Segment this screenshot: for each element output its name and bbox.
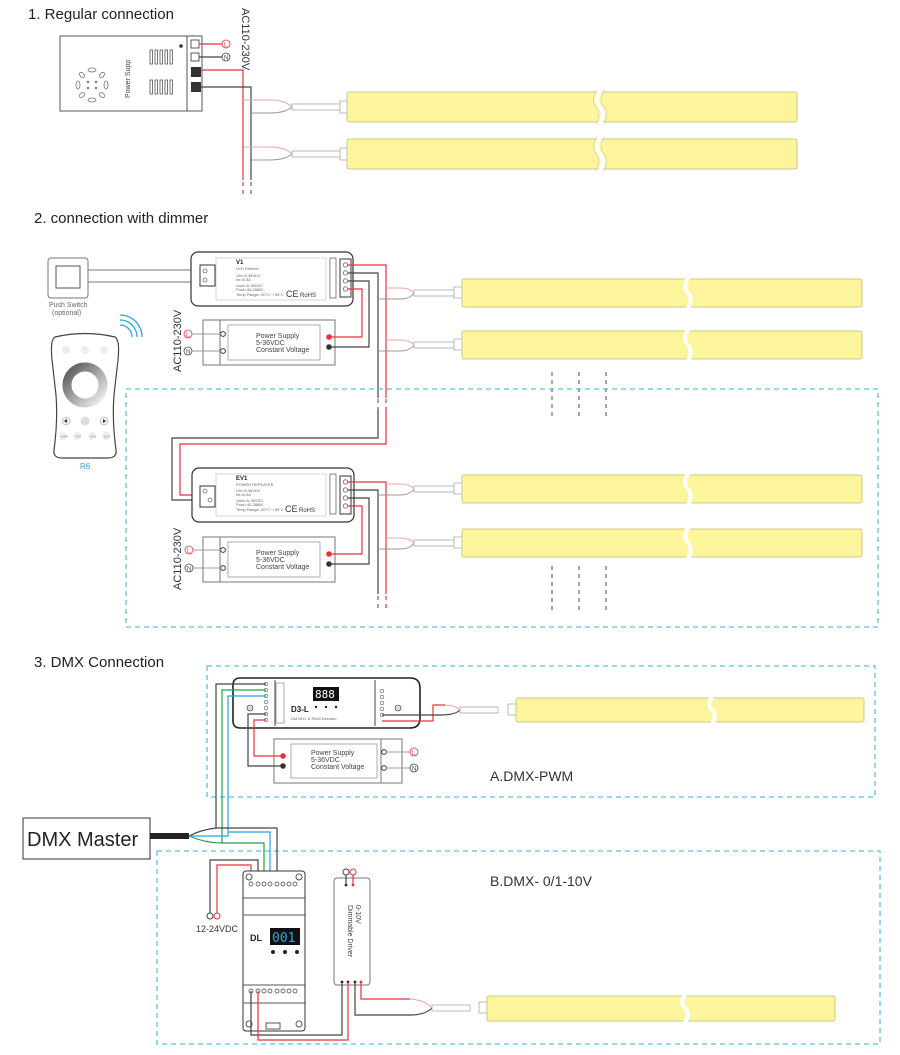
group-b-box xyxy=(156,850,881,1045)
svg-text:Uin=5-36VDC: Uin=5-36VDC xyxy=(236,273,261,278)
dc-supply-terminals xyxy=(206,912,221,920)
live-terminal-icon: L xyxy=(184,545,194,555)
svg-text:POWER REPEATER: POWER REPEATER xyxy=(236,482,274,487)
svg-text:L: L xyxy=(224,43,228,49)
remote-control[interactable]: 100% 75% 50% 25% xyxy=(50,332,120,459)
led-strip xyxy=(453,524,863,562)
svg-text:N: N xyxy=(412,767,416,773)
svg-text:5-36VDC: 5-36VDC xyxy=(311,757,340,764)
voltage-label: AC110-230V xyxy=(172,527,184,590)
section-1-title: 1. Regular connection xyxy=(28,6,174,23)
power-repeater-ev1: EV1 POWER REPEATER Uin=5-36VDC Iin=8.5A … xyxy=(191,467,355,523)
svg-text:Power Supply: Power Supply xyxy=(311,750,355,757)
neutral-terminal-icon: N xyxy=(184,563,194,573)
svg-text:EV1: EV1 xyxy=(236,476,248,482)
svg-text:25%: 25% xyxy=(104,435,110,439)
neutral-terminal-icon: N xyxy=(183,346,193,356)
decoder-display: 888 xyxy=(315,688,335,701)
svg-text:L: L xyxy=(187,549,191,555)
led-strip xyxy=(453,470,863,508)
supply-voltage-label: 12-24VDC xyxy=(196,924,239,934)
svg-text:Constant Voltage: Constant Voltage xyxy=(311,764,364,771)
dmx-decoder-d3l: 888 D3-L DMX512 & RDM Decoder xyxy=(232,677,421,729)
fan-icon xyxy=(75,67,109,103)
svg-text:50%: 50% xyxy=(90,435,96,439)
led-strip xyxy=(507,693,865,727)
group-a-box xyxy=(206,665,876,798)
svg-text:L: L xyxy=(412,751,416,757)
dl-display: 001 xyxy=(272,931,295,946)
section-2-title: 2. connection with dimmer xyxy=(34,210,208,227)
svg-text:100%: 100% xyxy=(61,435,69,439)
led-strip xyxy=(339,134,798,174)
power-supply-3: Power Supply 5-36VDC Constant Voltage xyxy=(202,536,336,583)
svg-text:Constant Voltage: Constant Voltage xyxy=(256,564,309,571)
svg-text:75%: 75% xyxy=(75,435,81,439)
dimmable-driver: 0-10V Dimmable Driver xyxy=(333,877,371,986)
svg-text:Pout=40-288W: Pout=40-288W xyxy=(236,502,263,507)
wireless-signal-icon xyxy=(119,314,143,338)
svg-text:DL: DL xyxy=(250,933,262,943)
svg-text:N: N xyxy=(186,350,190,356)
svg-text:Iin=8.5A: Iin=8.5A xyxy=(236,277,251,282)
power-supply-1: Power Supp xyxy=(59,35,203,112)
ce-mark: CE xyxy=(285,504,298,514)
push-switch-label: Push Switch xyxy=(49,302,88,309)
svg-text:DMX Master: DMX Master xyxy=(27,829,138,851)
svg-text:Uout=5-36VDC: Uout=5-36VDC xyxy=(236,283,263,288)
svg-text:Dimmable Driver: Dimmable Driver xyxy=(346,905,353,958)
group-b-label: B.DMX- 0/1-10V xyxy=(490,873,593,889)
led-strip xyxy=(453,274,863,312)
live-terminal-icon: L xyxy=(183,329,193,339)
voltage-label: AC110-230V xyxy=(172,309,184,372)
svg-text:0-10V: 0-10V xyxy=(354,905,361,924)
svg-text:DMX512 & RDM Decoder: DMX512 & RDM Decoder xyxy=(291,716,337,721)
svg-text:Temp Range:-30°C~+55°C: Temp Range:-30°C~+55°C xyxy=(236,292,284,297)
live-terminal-icon: L xyxy=(221,39,231,49)
push-switch xyxy=(47,257,89,299)
svg-text:Power Supply: Power Supply xyxy=(256,550,300,557)
svg-text:V1: V1 xyxy=(236,260,244,266)
svg-text:Constant Voltage: Constant Voltage xyxy=(256,347,309,354)
svg-text:5-36VDC: 5-36VDC xyxy=(256,340,285,347)
dmx-master: DMX Master xyxy=(22,817,151,860)
vent-slots xyxy=(149,49,173,95)
voltage-label: AC110-230V xyxy=(239,8,251,71)
dmx-module-dl: 001 DL xyxy=(242,870,306,1032)
svg-text:Pout=40-288W: Pout=40-288W xyxy=(236,287,263,292)
led-strip xyxy=(339,87,798,127)
svg-text:Power Supply: Power Supply xyxy=(256,333,300,340)
svg-text:5-36VDC: 5-36VDC xyxy=(256,557,285,564)
led-strip xyxy=(478,991,836,1026)
live-terminal-icon: L xyxy=(409,747,419,757)
svg-text:N: N xyxy=(187,567,191,573)
svg-text:Uout=5-36VDC: Uout=5-36VDC xyxy=(236,498,263,503)
svg-text:D3-L: D3-L xyxy=(291,705,309,714)
neutral-terminal-icon: N xyxy=(221,52,231,62)
group-a-label: A.DMX-PWM xyxy=(490,768,573,784)
section-3-title: 3. DMX Connection xyxy=(34,654,164,671)
svg-text:L: L xyxy=(186,333,190,339)
rohs-mark: RoHS xyxy=(299,508,315,514)
power-supply-4: Power Supply 5-36VDC Constant Voltage xyxy=(273,738,403,784)
remote-label: R6 xyxy=(80,462,91,471)
led-strip xyxy=(453,326,863,364)
power-supply-2: Power Supply 5-36VDC Constant Voltage xyxy=(202,319,336,366)
push-switch-note: (optional) xyxy=(52,310,81,317)
svg-text:N: N xyxy=(224,56,228,62)
neutral-terminal-icon: N xyxy=(409,763,419,773)
psu-label: Power Supp xyxy=(125,60,132,98)
led-dimmer-v1: V1 LED Dimmer Uin=5-36VDC Iin=8.5A Uout=… xyxy=(190,251,354,307)
svg-text:Uin=5-36VDC: Uin=5-36VDC xyxy=(236,488,261,493)
ce-mark: CE xyxy=(286,289,299,299)
svg-text:Temp Range:-30°C~+55°C: Temp Range:-30°C~+55°C xyxy=(236,507,284,512)
svg-text:LED Dimmer: LED Dimmer xyxy=(236,266,260,271)
rohs-mark: RoHS xyxy=(300,293,316,299)
svg-text:Iin=8.5A: Iin=8.5A xyxy=(236,492,251,497)
